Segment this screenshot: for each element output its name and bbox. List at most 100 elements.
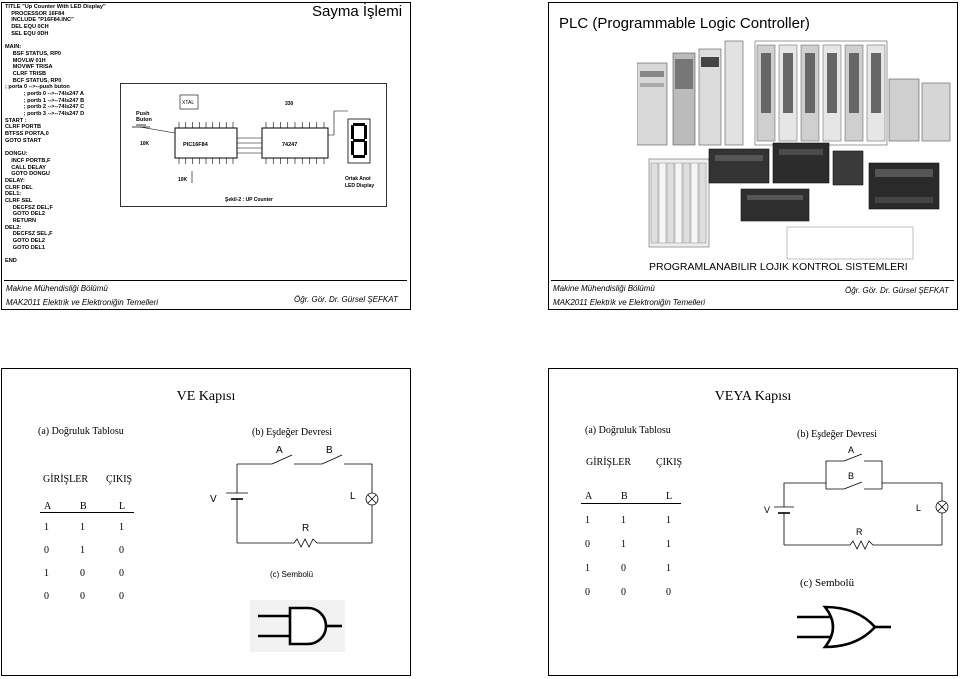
code-line: GOTO START <box>5 137 42 144</box>
slide-title: VEYA Kapısı <box>714 389 792 404</box>
truth-table-cell: 1 <box>80 522 85 533</box>
up-counter-circuit-diagram: Push Buton XTAL 10K 10K 330 PIC16F84 742… <box>120 83 387 207</box>
or-gate-symbol <box>797 605 891 649</box>
footer-course: MAK2011 Elektrik ve Elektroniğin Temelle… <box>6 298 159 307</box>
outputs-header: ÇIKIŞ <box>656 457 683 468</box>
col-a-header: A <box>585 491 593 502</box>
code-line: GOTO DEL2 <box>5 211 45 218</box>
footer-department: Makine Mühendisliği Bölümü <box>6 284 108 293</box>
truth-table-cell: 0 <box>585 587 590 598</box>
code-line: DONGU: <box>5 151 28 158</box>
plc-product-photo <box>637 40 951 260</box>
slide-title: VE Kapısı <box>176 389 236 404</box>
truth-table-cell: 1 <box>585 515 590 526</box>
code-line: GOTO DEL1 <box>5 244 45 251</box>
col-l-header: L <box>119 501 126 512</box>
slide-sayma-islemi: Sayma İşlemi TITLE "Up Counter With LED … <box>1 2 411 310</box>
resistor-10k-a-label: 10K <box>140 141 150 147</box>
code-line: BTFSS PORTA,0 <box>5 131 49 138</box>
outputs-header: ÇIKIŞ <box>106 474 133 485</box>
truth-table-caption: (a) Doğruluk Tablosu <box>585 425 671 436</box>
code-line <box>5 251 106 258</box>
truth-table-cell: 1 <box>621 539 626 550</box>
code-line: CLRF PORTB <box>5 124 42 131</box>
equivalent-circuit-caption: (b) Eşdeğer Devresi <box>252 427 332 438</box>
code-line: ; portb 1 -->--74ls247 B <box>5 97 85 104</box>
code-line: GOTO DONGU <box>5 171 50 178</box>
truth-table-cell: 1 <box>621 515 626 526</box>
code-line: END <box>5 258 17 265</box>
code-line: ; porta 0 -->--push buton <box>5 84 70 91</box>
truth-table-cell: 0 <box>44 545 49 556</box>
decoder-74247-label: 74247 <box>282 142 297 148</box>
resistor-330-label: 330 <box>285 101 294 107</box>
lamp-label: L <box>350 491 356 502</box>
truth-table-cell: 1 <box>666 539 671 550</box>
seven-segment-display <box>347 118 371 164</box>
resistor-10k-b-label: 10K <box>178 177 188 183</box>
equivalent-circuit-caption: (b) Eşdeğer Devresi <box>797 429 877 440</box>
code-line: MOVWF TRISA <box>5 64 53 71</box>
truth-table-cell: 0 <box>80 568 85 579</box>
code-line: ; portb 2 -->--74ls247 C <box>5 104 85 111</box>
code-line: PROCESSOR 16F84 <box>5 10 65 17</box>
footer-author: Öğr. Gör. Dr. Gürsel ŞEFKAT <box>845 286 949 295</box>
code-line: CALL DELAY <box>5 164 47 171</box>
or-equivalent-circuit: A B V L R <box>764 445 949 550</box>
code-line: START : <box>5 117 27 124</box>
code-line: DECFSZ DEL,F <box>5 204 53 211</box>
circuit-caption: Şekil-2 : UP Counter <box>225 197 273 203</box>
switch-a-label: A <box>848 445 854 455</box>
symbol-caption: (c) Sembolü <box>270 570 314 579</box>
symbol-caption: (c) Sembolü <box>800 577 855 589</box>
truth-table-cell: 0 <box>585 539 590 550</box>
code-line: SEL EQU 0DH <box>5 30 49 37</box>
col-b-header: B <box>80 501 87 512</box>
code-line <box>5 144 106 151</box>
code-line: CLRF DEL <box>5 184 33 191</box>
col-a-header: A <box>44 501 52 512</box>
truth-table-cell: 0 <box>666 587 671 598</box>
push-button-label-1: Push <box>136 111 150 117</box>
code-line: DECFSZ SEL,F <box>5 231 53 238</box>
assembly-code-listing: TITLE "Up Counter With LED Display" PROC… <box>5 4 106 265</box>
code-line: GOTO DEL2 <box>5 238 45 245</box>
code-line: INCF PORTB,F <box>5 157 51 164</box>
switch-a-label: A <box>276 445 283 456</box>
xtal-label: XTAL <box>182 100 194 106</box>
col-l-header: L <box>666 491 673 502</box>
truth-table-cell: 1 <box>44 568 49 579</box>
code-line: INCLUDE "P16F84.INC" <box>5 17 74 24</box>
code-line: DEL1: <box>5 191 22 198</box>
code-line: DEL2: <box>5 224 22 231</box>
led-display-label-2: LED Display <box>345 183 374 189</box>
switch-b-label: B <box>326 445 333 456</box>
slide-plc: PLC (Programmable Logic Controller) PROG… <box>548 2 958 310</box>
and-gate-symbol <box>250 600 345 652</box>
switch-b-label: B <box>848 471 854 481</box>
code-line: TITLE "Up Counter With LED Display" <box>5 4 106 10</box>
code-line <box>5 37 106 44</box>
push-button-label-2: Buton <box>136 117 153 123</box>
footer-department: Makine Mühendisliği Bölümü <box>553 284 655 293</box>
inputs-header: GİRİŞLER <box>43 474 88 485</box>
truth-table-cell: 1 <box>80 545 85 556</box>
led-display-label-1: Ortak Anot <box>345 176 371 182</box>
slide-subtitle: PROGRAMLANABILIR LOJIK KONTROL SISTEMLER… <box>649 261 908 273</box>
code-line: BSF STATUS, RP0 <box>5 50 62 57</box>
slide-title: Sayma İşlemi <box>312 3 403 20</box>
voltage-label: V <box>210 494 217 505</box>
truth-table-caption: (a) Doğruluk Tablosu <box>38 426 124 437</box>
resistor-label: R <box>302 523 309 534</box>
truth-table-cell: 0 <box>80 591 85 602</box>
voltage-label: V <box>764 505 770 515</box>
code-line: MAIN: <box>5 44 22 51</box>
truth-table-cell: 1 <box>44 522 49 533</box>
resistor-label: R <box>856 527 863 537</box>
footer-course: MAK2011 Elektrik ve Elektroniğin Temelle… <box>553 298 706 307</box>
truth-table-cell: 1 <box>585 563 590 574</box>
code-line: ; portb 3 -->--74ls247 D <box>5 111 85 117</box>
truth-table-cell: 1 <box>666 515 671 526</box>
code-line: CLRF SEL <box>5 197 33 204</box>
inputs-header: GİRİŞLER <box>586 457 631 468</box>
